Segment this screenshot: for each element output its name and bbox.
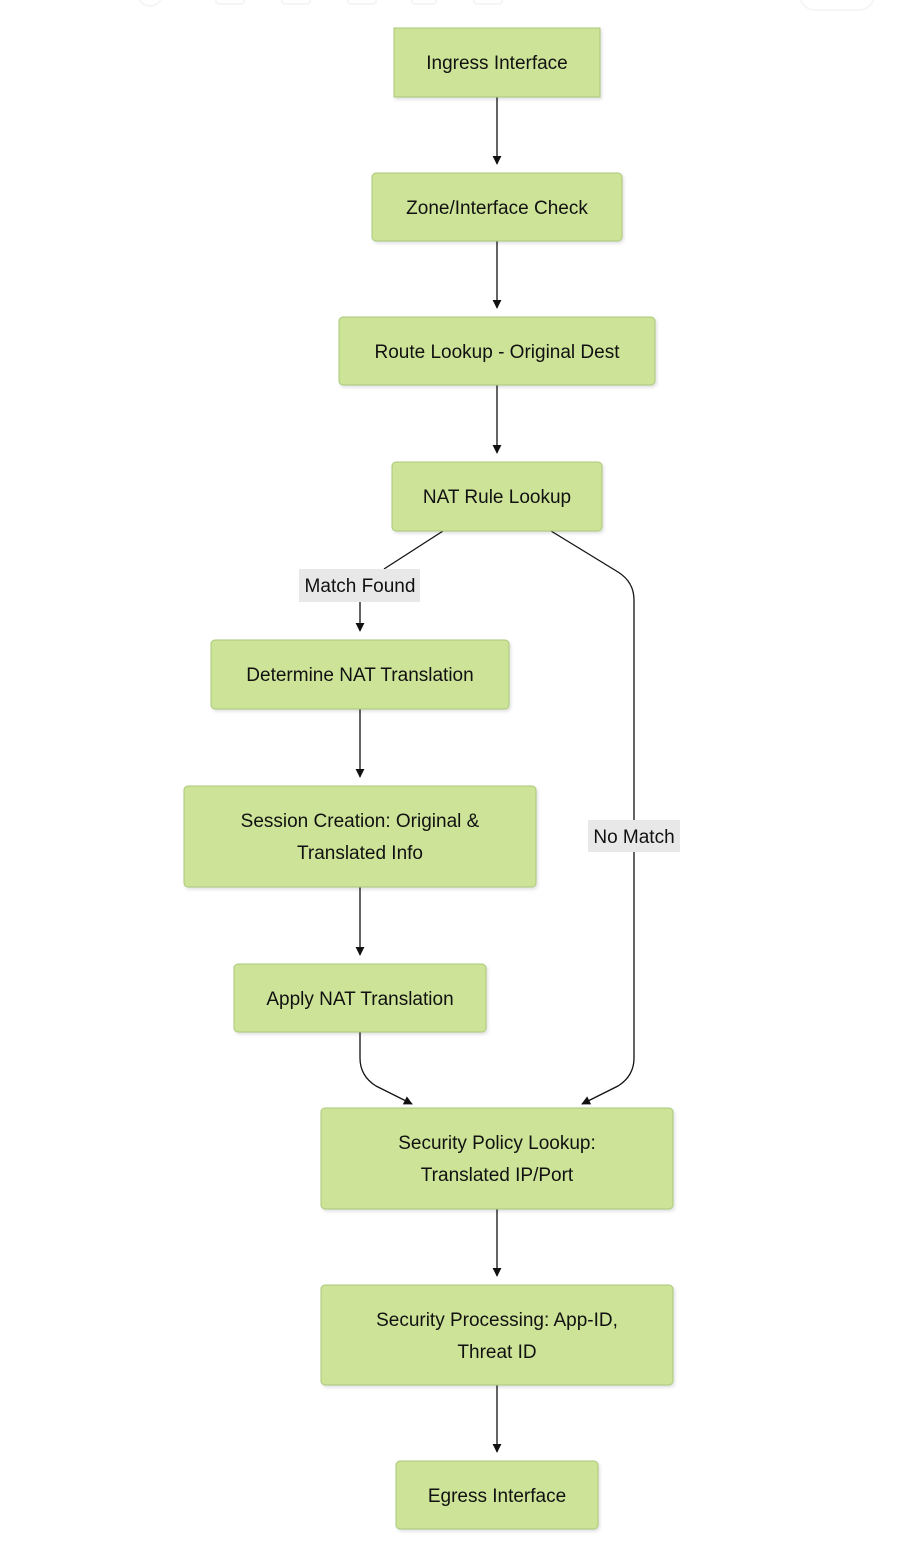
egress-interface-label: Egress Interface (428, 1486, 566, 1507)
edge-label-no-match: No Match (588, 820, 680, 852)
security-policy-label-line2: Translated IP/Port (421, 1165, 574, 1186)
node-security-policy-lookup: Security Policy Lookup: Translated IP/Po… (320, 1107, 674, 1210)
node-zone-interface-check: Zone/Interface Check (371, 172, 623, 242)
top-toolbar-ghost (138, 0, 875, 11)
node-session-creation: Session Creation: Original & Translated … (183, 785, 537, 888)
session-creation-label-line1: Session Creation: Original & (241, 811, 480, 832)
edge-no-match (550, 530, 635, 1104)
edges (359, 97, 635, 1453)
node-ingress-interface: Ingress Interface (393, 27, 601, 98)
route-lookup-label: Route Lookup - Original Dest (374, 342, 620, 363)
security-policy-label-line1: Security Policy Lookup: (398, 1133, 596, 1154)
edge-match-found (360, 530, 444, 631)
edge-apply-nat-to-security-policy (359, 1032, 413, 1105)
nat-rule-lookup-label: NAT Rule Lookup (423, 487, 571, 508)
node-security-processing: Security Processing: App-ID, Threat ID (320, 1284, 674, 1386)
determine-nat-label: Determine NAT Translation (246, 665, 473, 686)
no-match-label: No Match (593, 827, 674, 848)
edge-label-match-found: Match Found (299, 569, 420, 602)
security-processing-label-line2: Threat ID (457, 1342, 536, 1363)
security-processing-label-line1: Security Processing: App-ID, (376, 1310, 618, 1331)
node-egress-interface: Egress Interface (395, 1460, 599, 1530)
apply-nat-label: Apply NAT Translation (266, 989, 453, 1010)
ingress-interface-label: Ingress Interface (426, 53, 568, 74)
node-apply-nat-translation: Apply NAT Translation (233, 963, 487, 1033)
node-nat-rule-lookup: NAT Rule Lookup (391, 461, 603, 532)
node-route-lookup: Route Lookup - Original Dest (338, 316, 656, 386)
session-creation-label-line2: Translated Info (297, 843, 423, 864)
match-found-label: Match Found (305, 576, 416, 597)
node-determine-nat-translation: Determine NAT Translation (210, 639, 510, 710)
zone-check-label: Zone/Interface Check (406, 198, 588, 219)
